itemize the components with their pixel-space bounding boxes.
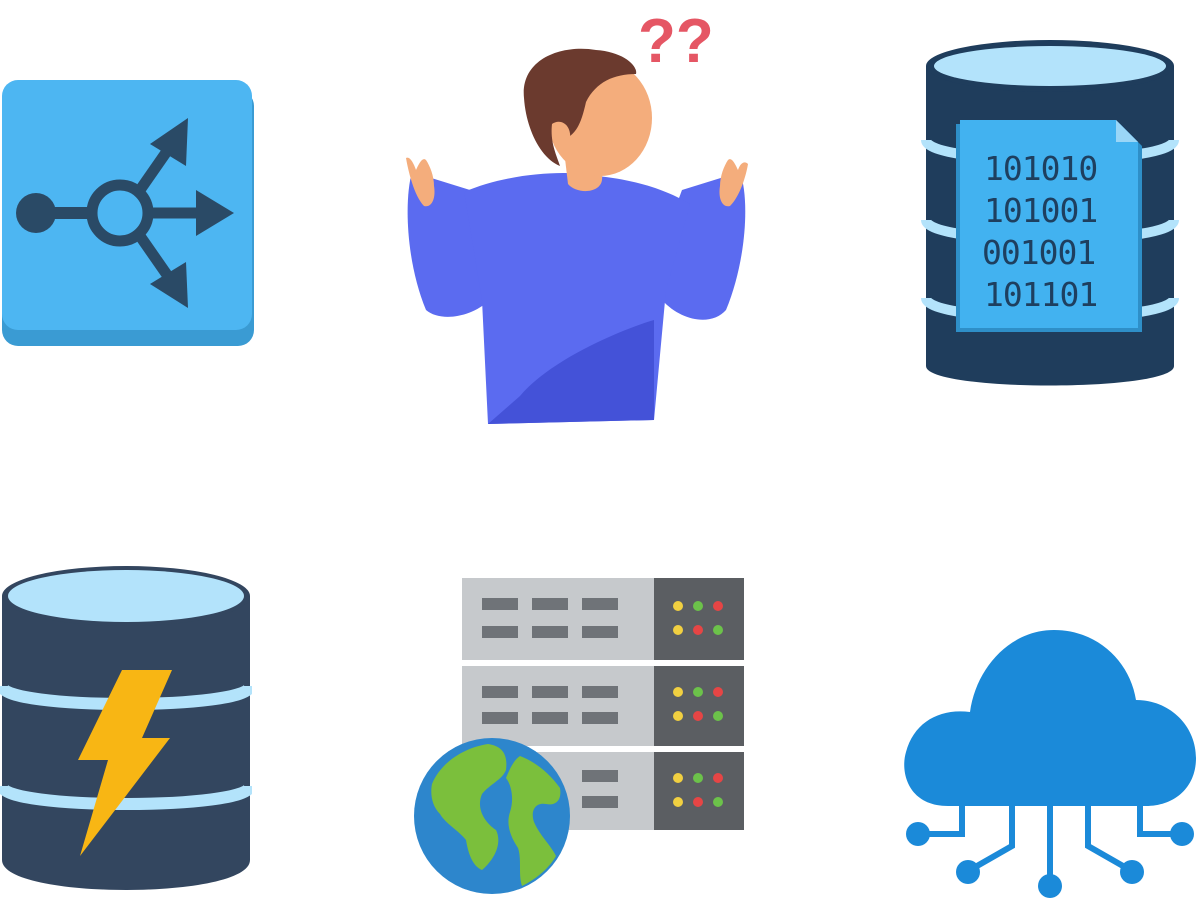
globe — [414, 738, 570, 894]
cloud-network-icon — [900, 626, 1200, 900]
server-unit-1 — [462, 578, 744, 660]
cloud-network-graphic — [904, 630, 1196, 898]
lightning-database-icon — [0, 560, 252, 900]
confused-person-graphic: ?? — [406, 7, 748, 424]
binary-line-1: 101010 — [984, 149, 1097, 188]
binary-database-icon: 101010 101001 001001 101101 — [920, 36, 1180, 392]
server-rack-globe-icon — [410, 574, 750, 900]
router-icon-graphic — [2, 80, 254, 346]
binary-line-2: 101001 — [984, 191, 1097, 230]
server-unit-2 — [462, 666, 744, 746]
router-icon — [0, 78, 256, 350]
confused-person-icon: ?? — [400, 0, 756, 430]
binary-line-3: 001001 — [982, 233, 1095, 272]
binary-line-4: 101101 — [984, 275, 1097, 314]
server-rack-globe-graphic — [414, 578, 744, 894]
lightning-database-graphic — [0, 566, 252, 890]
question-marks: ?? — [638, 7, 714, 76]
binary-database-graphic: 101010 101001 001001 101101 — [921, 40, 1179, 386]
